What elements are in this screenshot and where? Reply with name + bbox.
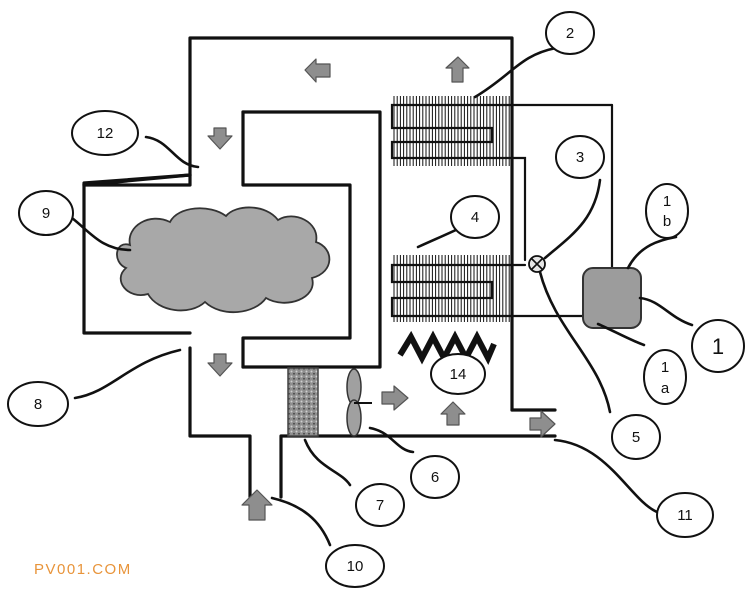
label-2: 2 bbox=[566, 25, 574, 42]
arrow-right-icon bbox=[381, 385, 409, 411]
label-bubble-1: 1 bbox=[691, 319, 745, 373]
label-1b-number: 1 bbox=[663, 193, 671, 210]
label-bubble-8: 8 bbox=[7, 381, 69, 427]
evaporator-coil bbox=[390, 255, 592, 322]
label-4: 4 bbox=[471, 209, 479, 226]
arrow-down-icon bbox=[207, 127, 233, 150]
label-1b-letter: b bbox=[663, 213, 671, 230]
compressor bbox=[582, 267, 642, 329]
label-bubble-2: 2 bbox=[545, 11, 595, 55]
expansion-valve bbox=[528, 255, 546, 273]
label-10: 10 bbox=[347, 558, 364, 575]
leader-lines bbox=[70, 46, 694, 547]
laundry-cloud bbox=[116, 206, 331, 314]
duct-walls bbox=[82, 36, 557, 499]
label-bubble-7: 7 bbox=[355, 483, 405, 527]
label-3: 3 bbox=[576, 149, 584, 166]
label-bubble-5: 5 bbox=[611, 414, 661, 460]
label-7: 7 bbox=[376, 497, 384, 514]
airflow-arrows bbox=[207, 56, 556, 521]
label-bubble-6: 6 bbox=[410, 455, 460, 499]
arrow-up-icon bbox=[445, 56, 470, 83]
label-1a-number: 1 bbox=[661, 359, 669, 376]
label-bubble-9: 9 bbox=[18, 190, 74, 236]
label-8: 8 bbox=[34, 396, 42, 413]
label-bubble-11: 11 bbox=[656, 492, 714, 538]
label-bubble-10: 10 bbox=[325, 544, 385, 588]
label-bubble-12: 12 bbox=[71, 110, 139, 156]
label-9: 9 bbox=[42, 205, 50, 222]
fan bbox=[346, 368, 372, 437]
lint-filter bbox=[287, 367, 319, 437]
label-1a-letter: a bbox=[661, 380, 670, 397]
refrigerant-piping bbox=[523, 103, 614, 270]
label-bubble-14: 14 bbox=[430, 353, 486, 395]
label-bubble-1b: 1 b bbox=[645, 183, 689, 239]
label-12: 12 bbox=[97, 125, 114, 142]
label-14: 14 bbox=[450, 366, 467, 383]
label-bubble-1a: 1 a bbox=[643, 349, 687, 405]
arrow-left-icon bbox=[304, 58, 331, 83]
label-bubble-3: 3 bbox=[555, 135, 605, 179]
label-5: 5 bbox=[632, 429, 640, 446]
arrow-up-icon bbox=[440, 401, 466, 426]
label-11: 11 bbox=[677, 507, 693, 524]
heating-element bbox=[397, 330, 497, 365]
drum-chamber bbox=[82, 173, 192, 187]
label-1: 1 bbox=[712, 334, 724, 359]
arrow-up-icon bbox=[241, 489, 273, 521]
condenser-coil bbox=[390, 96, 614, 258]
label-6: 6 bbox=[431, 469, 439, 486]
arrow-right-icon bbox=[529, 410, 556, 438]
watermark-text: PV001.COM bbox=[34, 561, 132, 578]
label-bubble-4: 4 bbox=[450, 195, 500, 239]
arrow-down-icon bbox=[207, 353, 233, 377]
